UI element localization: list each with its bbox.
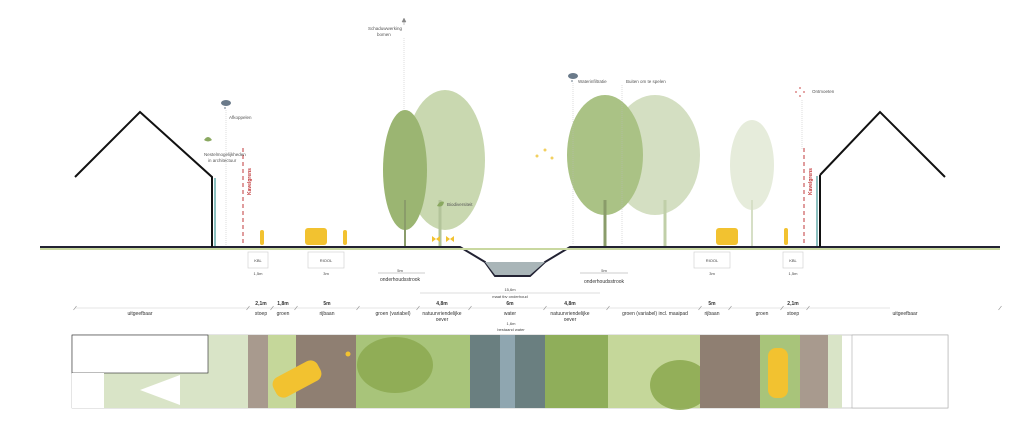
segment-width: 1,8m	[277, 301, 289, 307]
kavelgrens-right-label: Kavelgrens	[808, 168, 814, 195]
segment-width: 4,8m	[564, 301, 576, 307]
segment-name: natuurvriendelijke	[422, 311, 461, 317]
rain-cloud-icon	[221, 100, 231, 109]
dimension-tick	[468, 305, 472, 311]
car-plan-left	[272, 360, 322, 398]
maintenance-label: maat tbv onderhoud	[492, 294, 528, 299]
segment-name: uitgeefbaar	[892, 311, 917, 317]
kbl-right: KBL	[789, 258, 797, 263]
trees-left	[383, 90, 485, 246]
tree-shade-icon	[401, 17, 407, 25]
segment-labels: uitgeefbaar 2,1m stoep 1,8m groen 5m rijbaan gr…	[73, 301, 1002, 323]
house-left	[74, 110, 213, 247]
existing-water-width: 1,6m	[507, 321, 517, 326]
annotation-biodiversiteit: Biodiversiteit	[447, 202, 473, 207]
segment-name: groen	[756, 311, 769, 317]
annotation-waterinfiltratie: Waterinfiltratie	[578, 79, 607, 84]
leaf-icon	[437, 201, 444, 207]
utility-boxes	[247, 251, 804, 269]
annotation-nestel: Nestelmogelijkheden	[204, 152, 246, 157]
segment-name: water	[504, 311, 517, 317]
annotation-schaduwwerking: Schaduwwerking	[368, 26, 403, 31]
annotation-afkoppelen: Afkoppelen	[229, 115, 252, 120]
butterfly-icon	[432, 236, 454, 242]
annotation-spelen: Buiten om te spelen	[626, 79, 666, 84]
segment-name: rijbaan	[319, 311, 334, 317]
dimension-tick	[606, 305, 610, 311]
dimension-tick	[270, 305, 274, 311]
planter-triangle	[140, 375, 180, 405]
riool-left: RIOOL	[320, 258, 333, 263]
dimension-tick	[998, 305, 1002, 311]
dimension-tick	[780, 305, 784, 311]
kavelgrens-left-label: Kavelgrens	[247, 168, 253, 195]
segment-name: stoep	[787, 311, 799, 317]
segment-width: 2,1m	[787, 301, 799, 307]
segment-width: 6m	[506, 301, 514, 307]
kbl-left-width: 1,5m	[254, 271, 264, 276]
dimension-tick	[416, 305, 420, 311]
annotation-schaduwwerking-2: bomen	[377, 32, 391, 37]
plan-view	[71, 334, 949, 410]
strook-right-width: 5m	[601, 268, 607, 273]
trees-right	[567, 95, 774, 246]
annotation-ontmoeten: Ontmoeten	[812, 89, 835, 94]
person-icon	[784, 228, 788, 245]
house-right	[819, 110, 946, 247]
dimension-tick	[356, 305, 360, 311]
bird-icon	[204, 137, 212, 142]
butterflies-icon	[535, 148, 554, 160]
car-right	[716, 228, 738, 245]
water-channel	[485, 262, 545, 275]
rain-cloud-icon	[568, 73, 578, 82]
riool-right: RIOOL	[706, 258, 719, 263]
strook-left-label: onderhoudsstrook	[380, 277, 421, 283]
dimension-tick	[543, 305, 547, 311]
segment-name: oever	[564, 317, 577, 323]
segment-width: 2,1m	[255, 301, 267, 307]
existing-water-label: bestaand water	[497, 327, 525, 332]
dimension-tick	[246, 305, 250, 311]
kbl-left: KBL	[254, 258, 262, 263]
annotation-nestel-2: in architectuur	[208, 158, 237, 163]
maintenance-width: 15,6m	[504, 287, 516, 292]
dimension-tick	[294, 305, 298, 311]
segment-width: 4,8m	[436, 301, 448, 307]
segment-name: rijbaan	[704, 311, 719, 317]
segment-width: 5m	[323, 301, 331, 307]
strook-left-width: 5m	[397, 268, 403, 273]
dimension-tick	[728, 305, 732, 311]
segment-name: uitgeefbaar	[127, 311, 152, 317]
person-plan-icon	[345, 351, 351, 357]
segment-width: 5m	[708, 301, 716, 307]
segment-name: groen (variabel) incl. maaipad	[622, 311, 688, 317]
segment-name: groen	[277, 311, 290, 317]
dimension-tick	[73, 305, 77, 311]
segment-name: oever	[436, 317, 449, 323]
segment-name: stoep	[255, 311, 267, 317]
riool-left-width: 3m	[323, 271, 329, 276]
segment-name: groen (variabel)	[375, 311, 410, 317]
strook-right-label: onderhoudsstrook	[584, 279, 625, 285]
segment-name: natuurvriendelijke	[550, 311, 589, 317]
car-plan-right	[768, 348, 788, 398]
person-icon	[343, 230, 347, 245]
car-left	[305, 228, 327, 245]
dimension-tick	[698, 305, 702, 311]
meeting-icon	[795, 87, 805, 97]
dimension-tick	[806, 305, 810, 311]
leader-lines	[225, 38, 803, 245]
kbl-right-width: 1,5m	[789, 271, 799, 276]
person-icon	[260, 230, 264, 245]
riool-right-width: 3m	[709, 271, 715, 276]
